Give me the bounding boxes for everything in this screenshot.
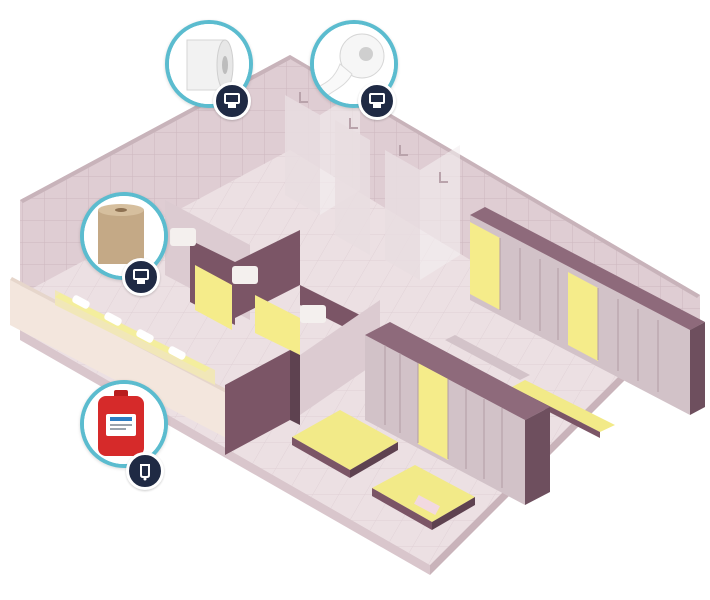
bench-front-right bbox=[372, 465, 475, 530]
hand-soap-refill-thumbnail bbox=[80, 380, 168, 468]
toilet-paper-roll-hotspot[interactable] bbox=[310, 20, 398, 120]
toilet-paper-dispenser-icon bbox=[358, 82, 396, 120]
central-divider-wall bbox=[225, 300, 380, 455]
toilet-stalls bbox=[165, 200, 370, 355]
locker-bank-back bbox=[470, 207, 705, 415]
paper-towel-roll-hotspot[interactable] bbox=[165, 20, 253, 120]
vanity-counter bbox=[55, 290, 215, 385]
paper-towel-roll-thumbnail bbox=[165, 20, 253, 108]
locker-bank-front bbox=[365, 322, 550, 505]
soap-dispenser-icon bbox=[126, 452, 164, 490]
kraft-towel-roll-hotspot[interactable] bbox=[80, 192, 168, 296]
hand-soap-refill-hotspot[interactable] bbox=[80, 380, 168, 490]
paper-towel-dispenser-icon bbox=[122, 258, 160, 296]
shower-stalls bbox=[285, 90, 460, 280]
bench-front-left bbox=[292, 410, 398, 478]
paper-towel-dispenser-icon bbox=[213, 82, 251, 120]
